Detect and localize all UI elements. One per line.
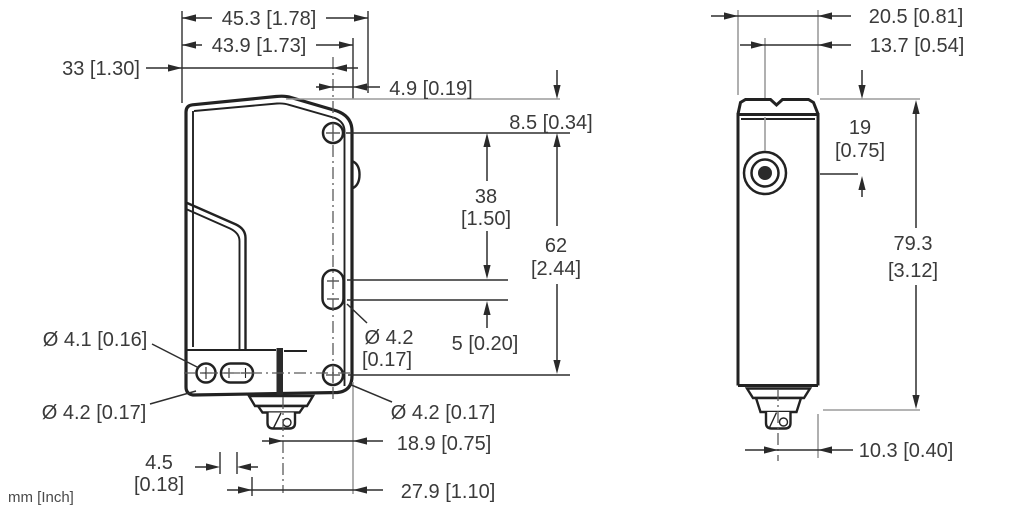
dim-face-to-hole: 33 [1.30] [62, 58, 140, 80]
dim-top-to-lens-mm: 19 [849, 117, 871, 139]
dim-slot-pitch-mm: 4.5 [145, 452, 173, 474]
dim-slot-span: 5 [0.20] [452, 333, 519, 355]
front-body-outline [184, 94, 354, 397]
label-slot-dia-left: Ø 4.2 [0.17] [42, 402, 147, 424]
front-panel-line-2 [185, 208, 241, 349]
leader-hole-dia-right [348, 383, 393, 403]
label-slot-dia-mm: Ø 4.2 [365, 327, 414, 349]
side-top-cap [736, 98, 820, 115]
side-lens [742, 150, 788, 196]
front-side-bump [351, 159, 361, 190]
front-band-rib [276, 348, 283, 395]
dim-top-to-lens-in: [0.75] [835, 140, 885, 162]
label-slot-dia-in: [0.17] [362, 349, 412, 371]
dim-body-width: 43.9 [1.73] [212, 35, 307, 57]
units-note: mm [Inch] [8, 489, 74, 506]
dim-cl-to-edge: 18.9 [0.75] [397, 433, 492, 455]
dim-base-width: 27.9 [1.10] [401, 481, 496, 503]
centerlines [184, 57, 779, 493]
dimension-lines [146, 12, 920, 494]
dim-hole-to-slot-in: [1.50] [461, 208, 511, 230]
dim-hole-to-hole-mm: 62 [545, 235, 567, 257]
dim-height-mm: 79.3 [894, 233, 933, 255]
dim-height-in: [3.12] [888, 260, 938, 282]
front-inner-top-edge [193, 102, 346, 132]
dim-hole-to-slot-mm: 38 [475, 186, 497, 208]
front-panel-line-1 [185, 201, 247, 349]
leader-hole-dia-left [151, 343, 200, 369]
dim-top-to-hole: 8.5 [0.34] [509, 112, 592, 134]
dim-slot-pitch-in: [0.18] [134, 474, 184, 496]
leader-vertical-slot [346, 303, 368, 324]
dimension-labels: 45.3 [1.78] 43.9 [1.73] 33 [1.30] 4.9 [0… [42, 6, 965, 503]
dim-overall-width: 45.3 [1.78] [222, 8, 317, 30]
label-hole-dia-right: Ø 4.2 [0.17] [391, 402, 496, 424]
front-connector [246, 394, 316, 430]
leader-slot-dia-left [149, 390, 197, 405]
dim-hole-to-hole-in: [2.44] [531, 258, 581, 280]
dim-depth: 20.5 [0.81] [869, 6, 964, 28]
label-hole-dia-left: Ø 4.1 [0.16] [43, 329, 148, 351]
side-view [736, 98, 820, 430]
dim-connector-to-back: 10.3 [0.40] [859, 440, 954, 462]
dim-hole-to-edge: 4.9 [0.19] [389, 78, 472, 100]
dim-lens-to-back: 13.7 [0.54] [870, 35, 965, 57]
